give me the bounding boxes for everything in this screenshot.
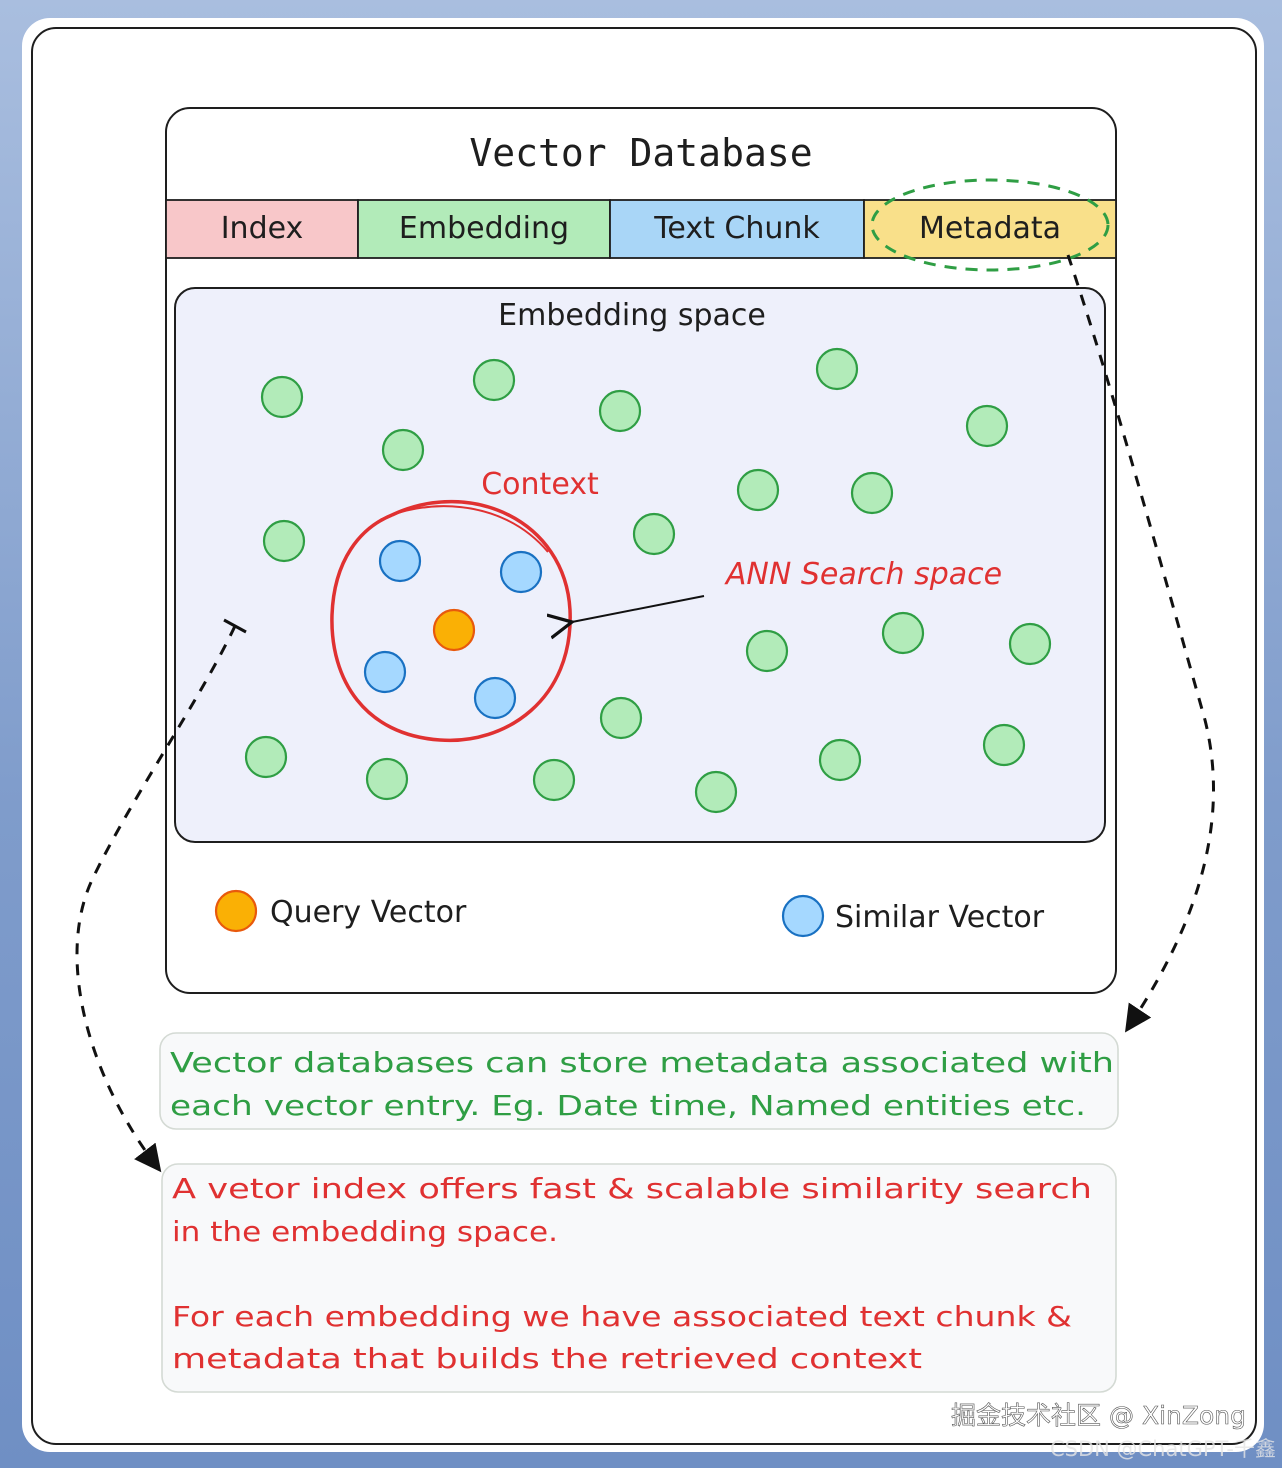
- context-circle: [330, 499, 572, 743]
- legend: Query Vector Similar Vector: [214, 889, 1045, 938]
- metadata-note-line-1: Vector databases can store metadata asso…: [170, 1047, 1114, 1079]
- metadata-note-box: [159, 1032, 1119, 1130]
- embedding-point: [1008, 622, 1052, 666]
- embedding-point: [982, 723, 1026, 767]
- metadata-note-line-2: each vector entry. Eg. Date time, Named …: [170, 1090, 1086, 1122]
- column-text-chunk-label: Text Chunk: [653, 211, 820, 246]
- column-metadata-cell: [863, 199, 1117, 259]
- embedding-point: [381, 428, 425, 472]
- context-label: Context: [481, 467, 599, 502]
- embedding-space-label: Embedding space: [498, 298, 766, 333]
- legend-query-swatch: [214, 889, 258, 933]
- canvas-card-border: [31, 27, 1257, 1445]
- watermark-line-2: CSDN @ChatGPT-千鑫: [1050, 1437, 1276, 1461]
- legend-similar-swatch: [781, 894, 825, 938]
- column-embedding-label: Embedding: [399, 211, 569, 246]
- watermark-line-1: 掘金技术社区 @ XinZong: [951, 1401, 1246, 1430]
- metadata-highlight-ellipse: [870, 178, 1110, 272]
- index-note-line-2: in the embedding space.: [172, 1216, 558, 1248]
- similar-vector-point: [499, 550, 543, 594]
- ann-search-space-label: ANN Search space: [724, 557, 1002, 592]
- similar-vector-point: [363, 650, 407, 694]
- metadata-dashed-arrow: [1066, 254, 1215, 1033]
- embedding-point: [244, 735, 288, 779]
- similar-vector-point: [473, 676, 517, 720]
- embedding-space-panel: [174, 287, 1106, 843]
- column-index-cell: [165, 199, 359, 259]
- embedding-points: [244, 347, 1052, 814]
- embedding-point: [599, 696, 643, 740]
- index-note-box: [161, 1163, 1117, 1393]
- embedding-point: [260, 375, 304, 419]
- embedding-point: [262, 519, 306, 563]
- index-note-line-3: For each embedding we have associated te…: [172, 1301, 1072, 1333]
- column-index-label: Index: [221, 211, 304, 246]
- embedding-point: [632, 512, 676, 556]
- embedding-point: [736, 468, 780, 512]
- similar-vectors: [363, 539, 543, 720]
- columns-row: Index Embedding Text Chunk Metadata: [165, 199, 1117, 259]
- query-vector-point: [432, 608, 476, 652]
- embedding-point: [365, 757, 409, 801]
- index-dashed-arrow: [75, 625, 237, 1173]
- index-note-line-1: A vetor index offers fast & scalable sim…: [172, 1173, 1092, 1205]
- embedding-point: [745, 629, 789, 673]
- embedding-point: [598, 389, 642, 433]
- embedding-point: [472, 358, 516, 402]
- embedding-point: [532, 758, 576, 802]
- index-note-line-4: metadata that builds the retrieved conte…: [172, 1343, 922, 1375]
- embedding-point: [965, 404, 1009, 448]
- similar-vector-point: [378, 539, 422, 583]
- vector-database-title: Vector Database: [469, 131, 812, 175]
- embedding-point: [881, 611, 925, 655]
- ann-search-arrow: [572, 595, 705, 622]
- embedding-point: [694, 770, 738, 814]
- legend-similar-label: Similar Vector: [835, 900, 1045, 935]
- embedding-point: [815, 347, 859, 391]
- column-metadata-label: Metadata: [919, 211, 1061, 246]
- embedding-point: [818, 738, 862, 782]
- legend-query-label: Query Vector: [270, 895, 467, 930]
- context-circle-overlap-stroke: [379, 505, 549, 553]
- embedding-point: [850, 471, 894, 515]
